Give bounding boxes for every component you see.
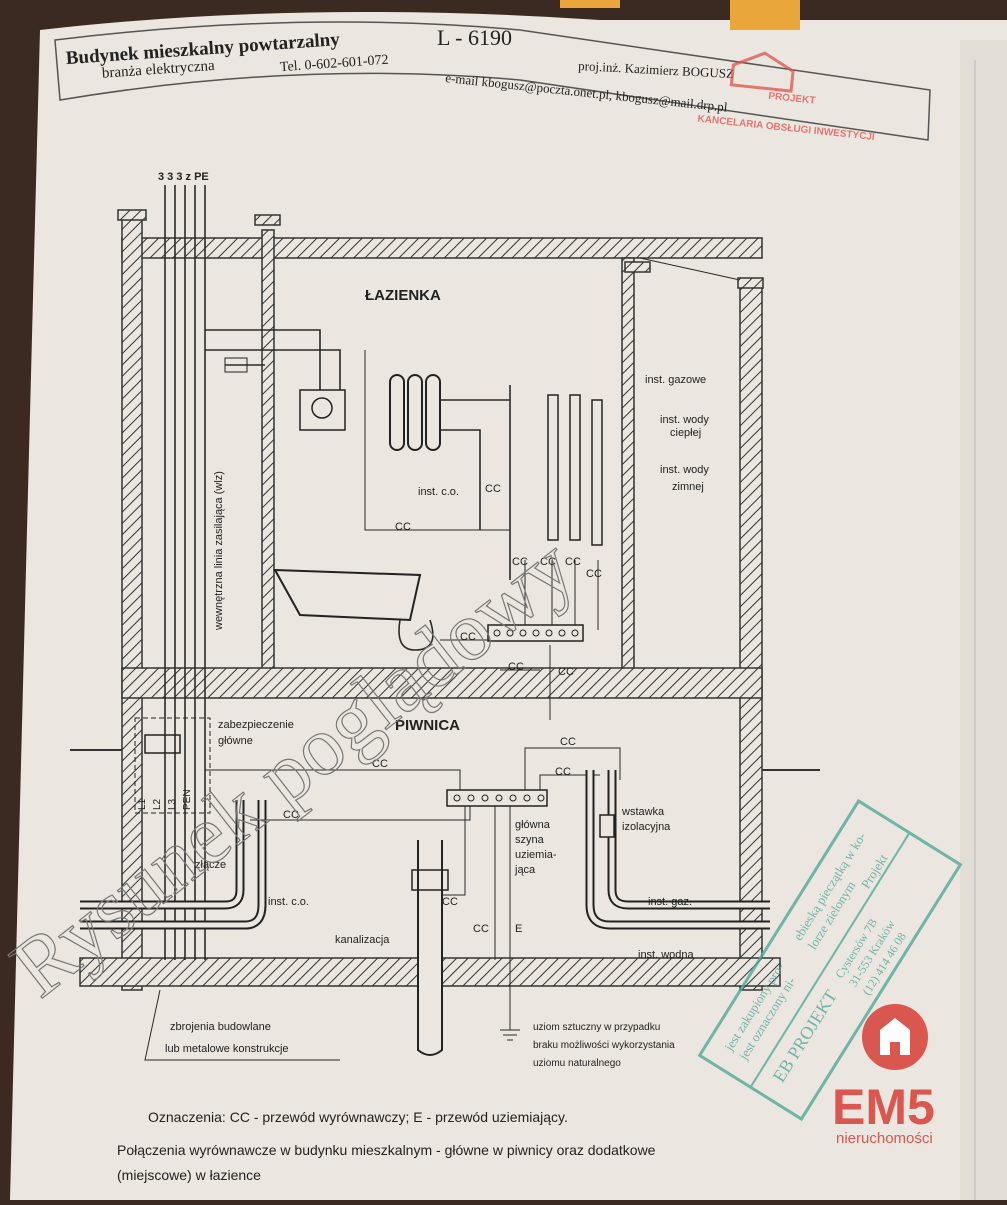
svg-text:CC: CC — [485, 483, 501, 495]
socket — [299, 389, 346, 431]
svg-text:CC: CC — [460, 631, 476, 643]
room-basement: PIWNICA — [395, 717, 460, 734]
svg-text:złącze: złącze — [195, 859, 226, 871]
svg-text:CC: CC — [560, 736, 576, 748]
svg-text:inst. c.o.: inst. c.o. — [418, 486, 459, 498]
drain-trap — [398, 619, 434, 651]
svg-text:zimnej: zimnej — [672, 481, 704, 493]
svg-text:CC: CC — [372, 758, 388, 770]
legend-line-3: (miejscowe) w łazience — [117, 1167, 261, 1183]
rebar-pointer — [144, 989, 340, 1061]
svg-text:CC: CC — [473, 923, 489, 935]
svg-text:CC: CC — [540, 556, 556, 568]
svg-text:L3: L3 — [167, 798, 178, 810]
svg-text:inst. gaz.: inst. gaz. — [648, 896, 692, 908]
svg-text:CC: CC — [558, 666, 574, 678]
main-protection-box — [134, 717, 211, 814]
svg-text:uziemia-: uziemia- — [515, 849, 557, 861]
bathtub — [273, 568, 422, 622]
logo-brand: EM5 — [832, 1079, 935, 1135]
svg-text:zabezpieczenie: zabezpieczenie — [218, 719, 294, 731]
svg-text:CC: CC — [565, 556, 581, 568]
tape — [730, 0, 800, 30]
logo-sub: nieruchomości — [836, 1130, 933, 1147]
svg-text:izolacyjna: izolacyjna — [622, 821, 671, 833]
svg-text:CC: CC — [283, 809, 299, 821]
svg-text:inst. gazowe: inst. gazowe — [645, 374, 706, 386]
legend-line-2: Połączenia wyrównawcze w budynku mieszka… — [117, 1142, 656, 1158]
svg-text:CC: CC — [555, 766, 571, 778]
svg-text:inst. c.o.: inst. c.o. — [268, 896, 309, 908]
svg-text:CC: CC — [512, 556, 528, 568]
wlz-label: wewnętrzna linia zasilająca (wlz) — [213, 471, 225, 631]
svg-text:braku możliwości wykorzystania: braku możliwości wykorzystania — [533, 1040, 675, 1051]
svg-text:L2: L2 — [152, 798, 163, 810]
heating-pipes-basement — [80, 800, 267, 930]
svg-text:lub metalowe konstrukcje: lub metalowe konstrukcje — [165, 1043, 289, 1055]
svg-text:zbrojenia budowlane: zbrojenia budowlane — [170, 1021, 271, 1033]
subtitle: branża elektryczna — [101, 58, 215, 82]
svg-text:wstawka: wstawka — [621, 806, 665, 818]
svg-text:CC: CC — [586, 568, 602, 580]
pipes-bathroom — [364, 350, 603, 630]
main-earthing-bus — [440, 747, 621, 1041]
svg-text:uziom sztuczny w przypadku: uziom sztuczny w przypadku — [533, 1022, 660, 1033]
room-bathroom: ŁAZIENKA — [365, 287, 441, 304]
gas-water-pipes — [585, 770, 770, 930]
em5-logo: EM5 nieruchomości — [832, 1004, 935, 1147]
radiator — [389, 374, 511, 580]
legend-line-1: Oznaczenia: CC - przewód wyrównawczy; E … — [148, 1109, 568, 1125]
bathroom-bus-bar — [440, 624, 584, 720]
svg-text:E: E — [515, 923, 522, 935]
svg-text:inst. wodna: inst. wodna — [638, 949, 695, 961]
supply-line — [164, 185, 346, 960]
svg-text:kanalizacja: kanalizacja — [335, 934, 390, 946]
svg-text:główne: główne — [218, 735, 253, 747]
svg-text:główna: główna — [515, 819, 551, 831]
svg-text:CC: CC — [442, 896, 458, 908]
svg-text:PEN: PEN — [182, 789, 193, 810]
drawing-code: L - 6190 — [437, 25, 512, 50]
svg-text:jąca: jąca — [514, 864, 536, 876]
svg-text:uziomu naturalnego: uziomu naturalnego — [533, 1058, 621, 1069]
svg-text:PROJEKT: PROJEKT — [768, 91, 816, 107]
svg-text:L1: L1 — [137, 798, 148, 810]
sewage-pipe — [411, 840, 449, 1056]
svg-text:CC: CC — [508, 661, 524, 673]
svg-text:inst. wody: inst. wody — [660, 414, 709, 426]
svg-text:inst. wody: inst. wody — [660, 464, 709, 476]
svg-text:ciepłej: ciepłej — [670, 427, 701, 439]
svg-text:CC: CC — [395, 521, 411, 533]
supply-label: 3 3 3 z PE — [158, 171, 209, 183]
svg-text:szyna: szyna — [515, 834, 545, 846]
